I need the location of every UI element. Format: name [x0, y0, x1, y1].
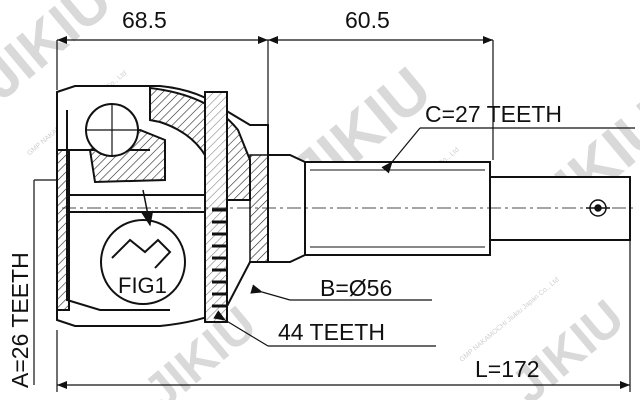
abs-ring-teeth: [212, 208, 228, 308]
outer-spline-label: C=27 TEETH: [425, 101, 562, 127]
figure-label: FIG1: [118, 273, 167, 298]
abs-teeth-label: 44 TEETH: [278, 319, 385, 345]
abs-teeth-callout: [213, 310, 436, 347]
abs-tone-ring: [204, 91, 228, 323]
dimension-width-left: 68.5: [122, 7, 167, 33]
top-dimension: [56, 36, 494, 160]
stub-neck-section: [249, 154, 269, 263]
fig1-detail: [100, 189, 186, 305]
outer-spline-callout: [381, 127, 635, 174]
dimension-width-right: 60.5: [345, 7, 390, 33]
ball-cage: [85, 103, 139, 157]
shaft-end-thread: [586, 199, 610, 217]
dimension-total-length: L=172: [475, 356, 540, 382]
abs-diameter-label: B=Ø56: [320, 275, 392, 301]
stub-shaft: [267, 154, 631, 263]
bottom-dimension: [56, 240, 631, 392]
inner-spline-label: A=26 TEETH: [7, 252, 33, 388]
abs-diameter-callout: [250, 284, 432, 301]
